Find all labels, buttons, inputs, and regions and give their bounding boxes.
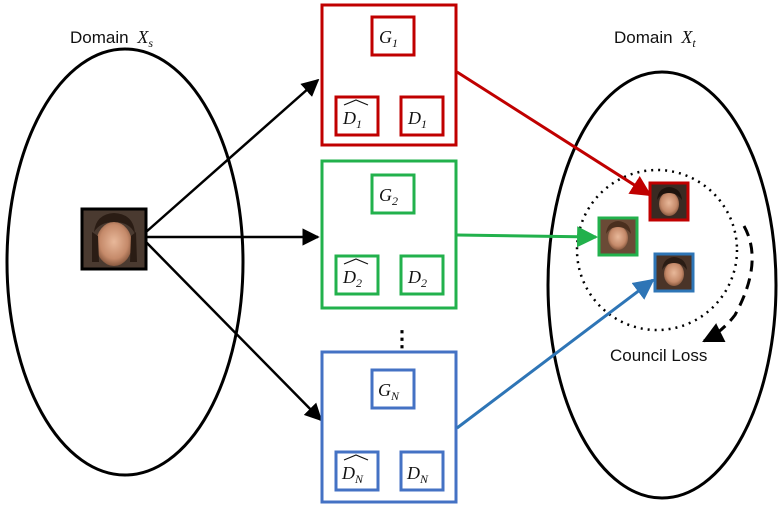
generator-1-box bbox=[370, 15, 416, 57]
disc-2-label: D2 bbox=[407, 267, 427, 290]
disc-hat-n-label: DN bbox=[341, 463, 364, 486]
arrow-source-to-council-n bbox=[145, 241, 323, 422]
hat-accent bbox=[343, 99, 369, 106]
target-face-blue bbox=[653, 252, 695, 293]
arrow-council-n-to-target bbox=[456, 278, 655, 430]
arrow-source-to-council-1 bbox=[145, 78, 320, 233]
generator-2-box bbox=[370, 173, 416, 215]
disc-hat-1-label: D1 bbox=[342, 108, 362, 131]
generator-n-box bbox=[370, 368, 416, 410]
generator-2-label: G2 bbox=[379, 185, 398, 208]
target-face-red bbox=[648, 181, 690, 222]
disc-hat-1-box bbox=[334, 95, 380, 137]
disc-1-box bbox=[399, 95, 445, 137]
target-domain-ellipse bbox=[546, 70, 778, 500]
generator-1-label: G1 bbox=[379, 27, 398, 50]
disc-hat-2-box bbox=[334, 254, 380, 296]
hat-accent bbox=[343, 454, 369, 461]
generator-n-label: GN bbox=[378, 380, 400, 403]
disc-n-box bbox=[399, 450, 445, 492]
disc-n-label: DN bbox=[406, 463, 429, 486]
arrow-council-1-to-target bbox=[456, 70, 652, 197]
council-dotted-circle bbox=[575, 168, 739, 332]
arrow-council-2-to-target bbox=[456, 226, 599, 248]
council-1: G1 D1 D1 bbox=[320, 3, 458, 147]
source-face-image bbox=[80, 207, 148, 271]
disc-2-box bbox=[399, 254, 445, 296]
council-2: G2 D2 D2 bbox=[320, 159, 458, 310]
disc-hat-2-label: D2 bbox=[342, 267, 362, 290]
council-loss-arrow bbox=[702, 225, 754, 343]
ellipsis: ⋮ bbox=[391, 326, 413, 351]
disc-hat-n-box bbox=[334, 450, 380, 492]
source-domain-label: Domain Xs bbox=[70, 27, 153, 50]
council-loss-label: Council Loss bbox=[610, 346, 707, 365]
source-domain-ellipse bbox=[5, 47, 245, 477]
target-face-green bbox=[597, 216, 639, 257]
disc-1-label: D1 bbox=[407, 108, 427, 131]
hat-accent bbox=[343, 258, 369, 265]
target-domain-label: Domain Xt bbox=[614, 27, 696, 50]
council-n: GN DN DN bbox=[320, 350, 458, 504]
